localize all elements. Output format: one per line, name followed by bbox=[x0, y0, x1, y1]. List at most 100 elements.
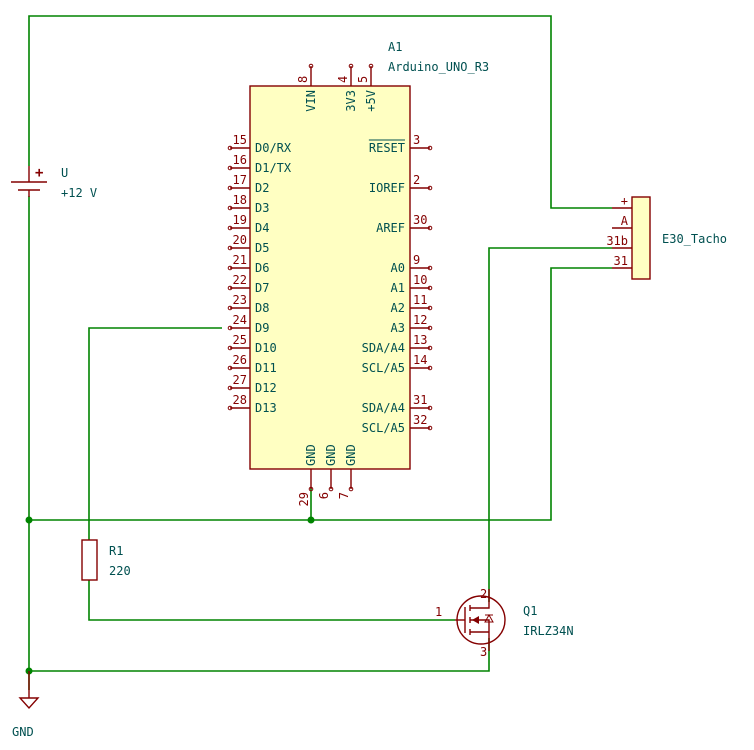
right-pin-number: 30 bbox=[413, 213, 427, 227]
pin-end bbox=[348, 63, 354, 69]
connector-pin-plus: + bbox=[621, 194, 628, 208]
ground-symbol: GND bbox=[12, 671, 40, 739]
left-pin-number: 25 bbox=[233, 333, 247, 347]
connector-pin-a: A bbox=[621, 214, 629, 228]
right-pin-name: A2 bbox=[391, 301, 405, 315]
bottom-pin-number: 29 bbox=[297, 492, 311, 506]
mosfet-arrow bbox=[472, 616, 479, 624]
pin-end bbox=[427, 185, 433, 191]
pin-end bbox=[427, 405, 433, 411]
mosfet-body-diode bbox=[484, 613, 494, 623]
resistor-value: 220 bbox=[109, 564, 131, 578]
left-pin-number: 18 bbox=[233, 193, 247, 207]
top-pin-name: +5V bbox=[364, 90, 378, 112]
wire-d9-gate bbox=[88, 327, 222, 540]
left-pin-number: 28 bbox=[233, 393, 247, 407]
mosfet-pin-3: 3 bbox=[480, 645, 487, 659]
left-pin-name: D5 bbox=[255, 241, 269, 255]
pin-end bbox=[308, 486, 314, 492]
pin-end bbox=[427, 365, 433, 371]
mosfet-value: IRLZ34N bbox=[523, 624, 574, 638]
arduino-body bbox=[249, 85, 411, 470]
resistor-r1-symbol: R1 220 bbox=[81, 539, 131, 581]
right-pin-number: 32 bbox=[413, 413, 427, 427]
supply-ref: U bbox=[61, 166, 68, 180]
pin-end bbox=[227, 145, 233, 151]
pin-end bbox=[368, 63, 374, 69]
left-pin-number: 16 bbox=[233, 153, 247, 167]
left-pin-name: D0/RX bbox=[255, 141, 292, 155]
pin-end bbox=[427, 145, 433, 151]
pin-end bbox=[227, 345, 233, 351]
left-pin-name: D1/TX bbox=[255, 161, 292, 175]
right-pin-name: AREF bbox=[376, 221, 405, 235]
connector-pin-31b: 31b bbox=[606, 234, 628, 248]
right-pin-number: 12 bbox=[413, 313, 427, 327]
left-pin-number: 24 bbox=[233, 313, 247, 327]
supply-value: +12 V bbox=[61, 186, 97, 200]
pin-end bbox=[427, 225, 433, 231]
pin-end bbox=[227, 185, 233, 191]
left-pin-name: D6 bbox=[255, 261, 269, 275]
left-pin-number: 17 bbox=[233, 173, 247, 187]
left-pin-number: 15 bbox=[233, 133, 247, 147]
pin-end bbox=[227, 245, 233, 251]
right-pin-number: 13 bbox=[413, 333, 427, 347]
arduino-left-pins: 15D0/RX16D1/TX17D218D319D420D521D622D723… bbox=[227, 133, 292, 415]
right-pin-name: IOREF bbox=[369, 181, 405, 195]
pin-end bbox=[427, 265, 433, 271]
mosfet-q1-symbol: 1 2 3 Q1 IRLZ34N bbox=[435, 587, 574, 659]
top-pin-number: 4 bbox=[336, 76, 350, 83]
left-pin-number: 26 bbox=[233, 353, 247, 367]
battery-symbol: + U +12 V bbox=[11, 165, 97, 200]
top-pin-name: VIN bbox=[304, 90, 318, 112]
left-pin-name: D4 bbox=[255, 221, 269, 235]
left-pin-number: 19 bbox=[233, 213, 247, 227]
bottom-pin-name: GND bbox=[324, 444, 338, 466]
left-pin-name: D7 bbox=[255, 281, 269, 295]
junction-dot bbox=[307, 516, 315, 524]
right-pin-number: 2 bbox=[413, 173, 420, 187]
connector-e30-tacho: + A 31b 31 E30_Tacho bbox=[606, 194, 727, 280]
bottom-pin-name: GND bbox=[304, 444, 318, 466]
top-pin-number: 5 bbox=[356, 76, 370, 83]
wire-source-gnd bbox=[29, 638, 490, 672]
pin-end bbox=[227, 205, 233, 211]
top-pin-number: 8 bbox=[296, 76, 310, 83]
resistor-ref: R1 bbox=[109, 544, 123, 558]
right-pin-number: 9 bbox=[413, 253, 420, 267]
connector-body bbox=[631, 196, 651, 280]
right-pin-name: A1 bbox=[391, 281, 405, 295]
pin-end bbox=[427, 285, 433, 291]
bottom-pin-number: 6 bbox=[317, 492, 331, 499]
wires bbox=[25, 15, 612, 690]
right-pin-name: SDA/A4 bbox=[362, 401, 405, 415]
arduino-ref: A1 bbox=[388, 40, 402, 54]
left-pin-number: 22 bbox=[233, 273, 247, 287]
right-pin-number: 3 bbox=[413, 133, 420, 147]
pin-end bbox=[227, 405, 233, 411]
right-pin-name: A3 bbox=[391, 321, 405, 335]
pin-end bbox=[328, 486, 334, 492]
pin-end bbox=[227, 305, 233, 311]
pin-end bbox=[227, 365, 233, 371]
left-pin-name: D13 bbox=[255, 401, 277, 415]
left-pin-name: D9 bbox=[255, 321, 269, 335]
wire-12v-top bbox=[28, 15, 612, 209]
right-pin-number: 14 bbox=[413, 353, 427, 367]
ground-triangle bbox=[18, 697, 40, 710]
pin-end bbox=[308, 63, 314, 69]
pin-end bbox=[427, 325, 433, 331]
junction-dot bbox=[25, 516, 33, 524]
pin-end bbox=[348, 486, 354, 492]
connector-pin-31: 31 bbox=[614, 254, 628, 268]
right-pin-name: RESET bbox=[369, 141, 405, 155]
left-pin-number: 20 bbox=[233, 233, 247, 247]
left-pin-name: D3 bbox=[255, 201, 269, 215]
pin-end bbox=[427, 345, 433, 351]
mosfet-pin-1: 1 bbox=[435, 605, 442, 619]
